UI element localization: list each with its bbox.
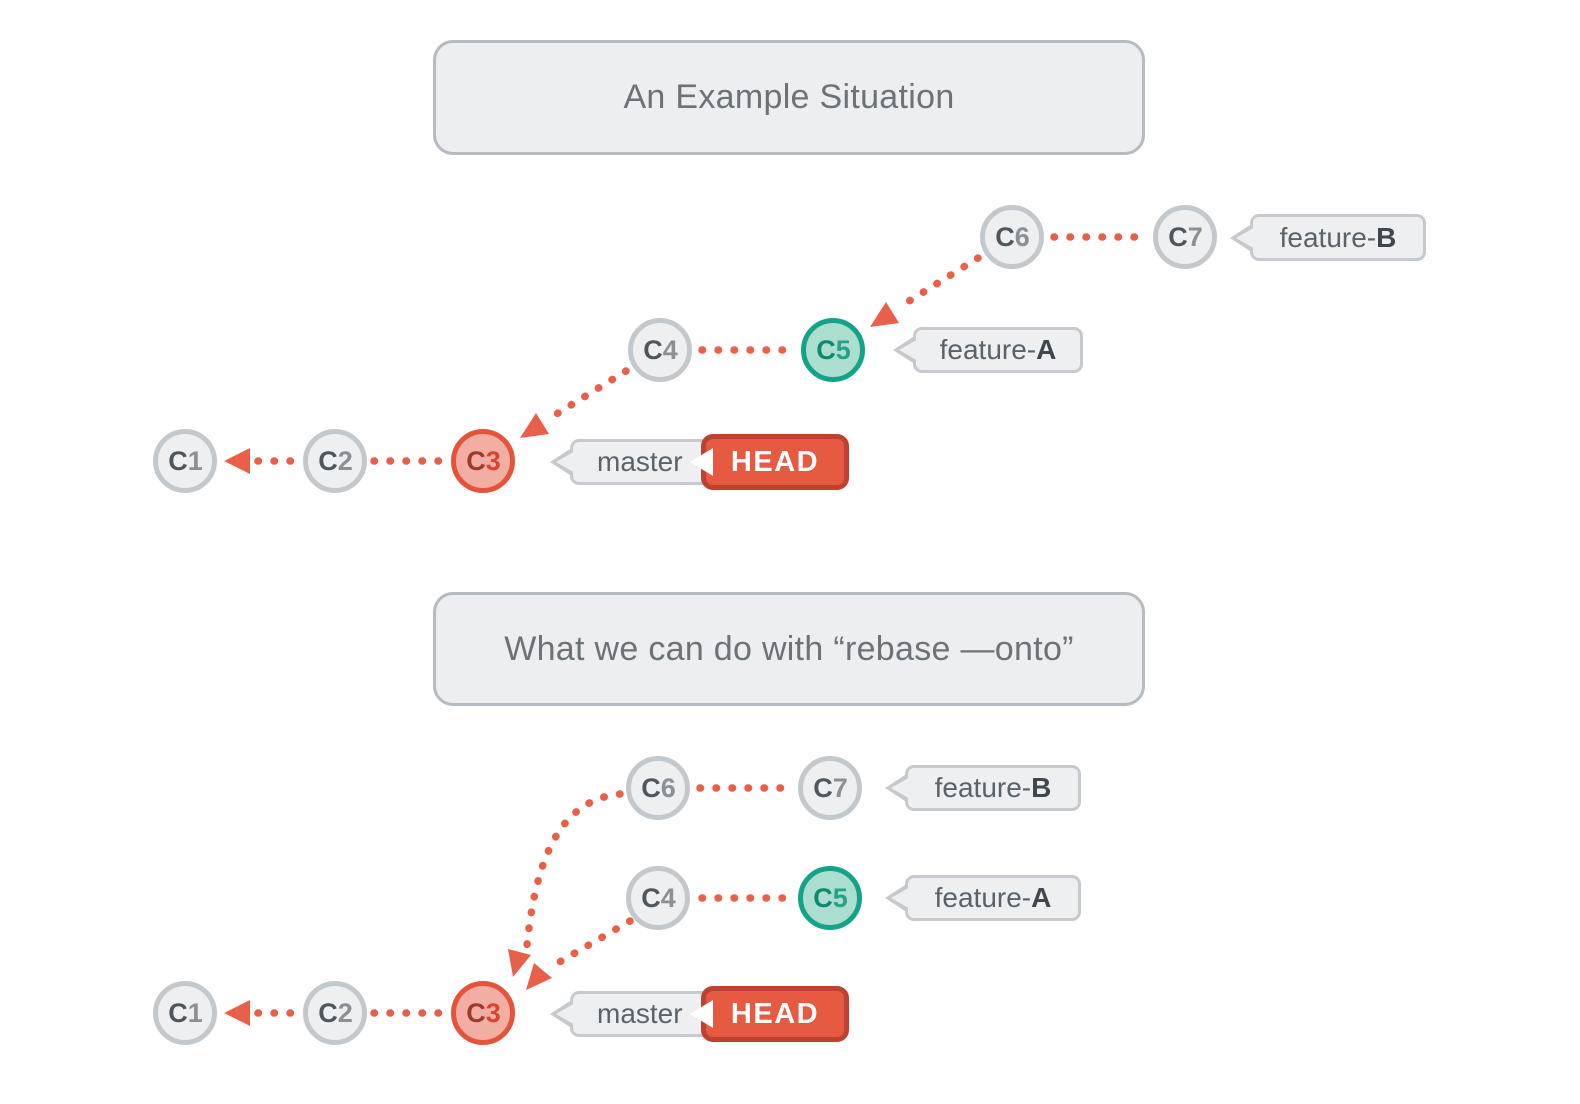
commit-letter: C (168, 445, 187, 476)
commit-digit: 1 (187, 997, 203, 1028)
commit-letter: C (466, 997, 485, 1028)
d1-feature-a-label: feature-A (893, 327, 1083, 373)
commit-letter: C (816, 334, 835, 365)
branch-label-bold: B (1376, 221, 1397, 253)
d1-arrowhead-into-c1 (224, 448, 250, 474)
d1-master-label: master (550, 439, 720, 485)
d2-arrowhead-c4-into-c3 (526, 963, 552, 990)
commit-digit: 6 (660, 772, 676, 803)
commit-digit: 5 (832, 882, 848, 913)
commit-letter: C (813, 882, 832, 913)
head-label-text: HEAD (730, 997, 820, 1030)
commit-digit: 2 (337, 445, 353, 476)
branch-label-prefix: feature- (934, 882, 1032, 913)
commit-digit: 4 (662, 334, 678, 365)
d2-feature-b-label: feature-B (885, 765, 1081, 811)
head-label-text: HEAD (730, 445, 820, 478)
d2-edge-c4-c3 (552, 917, 634, 968)
commit-letter: C (641, 772, 660, 803)
commit-letter: C (318, 997, 337, 1028)
branch-label-bold: A (1036, 334, 1057, 365)
commit-digit: 4 (660, 882, 676, 913)
commit-letter: C (813, 772, 832, 803)
commit-letter: C (318, 445, 337, 476)
branch-label-prefix: feature- (1279, 221, 1377, 253)
branch-label-bold: B (1031, 772, 1052, 803)
d1-edge-c6-c5 (894, 254, 982, 312)
d2-edge-c6-c3 (523, 790, 624, 949)
d2-arrowhead-into-c1 (224, 1000, 250, 1026)
commit-letter: C (641, 882, 660, 913)
commit-digit: 3 (485, 445, 501, 476)
branch-label-prefix: feature- (934, 772, 1032, 803)
commit-letter: C (168, 997, 187, 1028)
commit-letter: C (1168, 221, 1187, 252)
commit-digit: 7 (1187, 221, 1203, 252)
commit-digit: 7 (832, 772, 848, 803)
diagram2-title-box: What we can do with “rebase —onto” (433, 592, 1145, 706)
d1-head-badge: HEAD (690, 434, 849, 490)
diagram2-title-text: What we can do with “rebase —onto” (504, 629, 1074, 668)
commit-digit: 5 (835, 334, 851, 365)
branch-label-bold: A (1031, 882, 1052, 913)
d1-edge-c4-c3 (546, 367, 630, 422)
commit-digit: 3 (485, 997, 501, 1028)
branch-label-text: master (597, 446, 683, 477)
d1-feature-b-label: feature-B (1230, 214, 1426, 261)
diagram1-title-box: An Example Situation (433, 40, 1145, 155)
diagram1-title-text: An Example Situation (623, 78, 955, 116)
d2-arrowhead-c6-into-c3 (508, 949, 531, 977)
commit-digit: 6 (1014, 221, 1030, 252)
d2-head-badge: HEAD (690, 986, 849, 1042)
d1-arrowhead-into-c5 (870, 302, 899, 327)
commit-letter: C (643, 334, 662, 365)
branch-label-prefix: feature- (939, 334, 1037, 365)
commit-digit: 2 (337, 997, 353, 1028)
commit-letter: C (466, 445, 485, 476)
diagram2-dotted-edges (254, 784, 795, 1017)
d1-arrowhead-into-c3 (520, 413, 549, 438)
branch-label-text: master (597, 998, 683, 1029)
commit-letter: C (995, 221, 1014, 252)
d2-feature-a-label: feature-A (885, 875, 1081, 921)
commit-digit: 1 (187, 445, 203, 476)
